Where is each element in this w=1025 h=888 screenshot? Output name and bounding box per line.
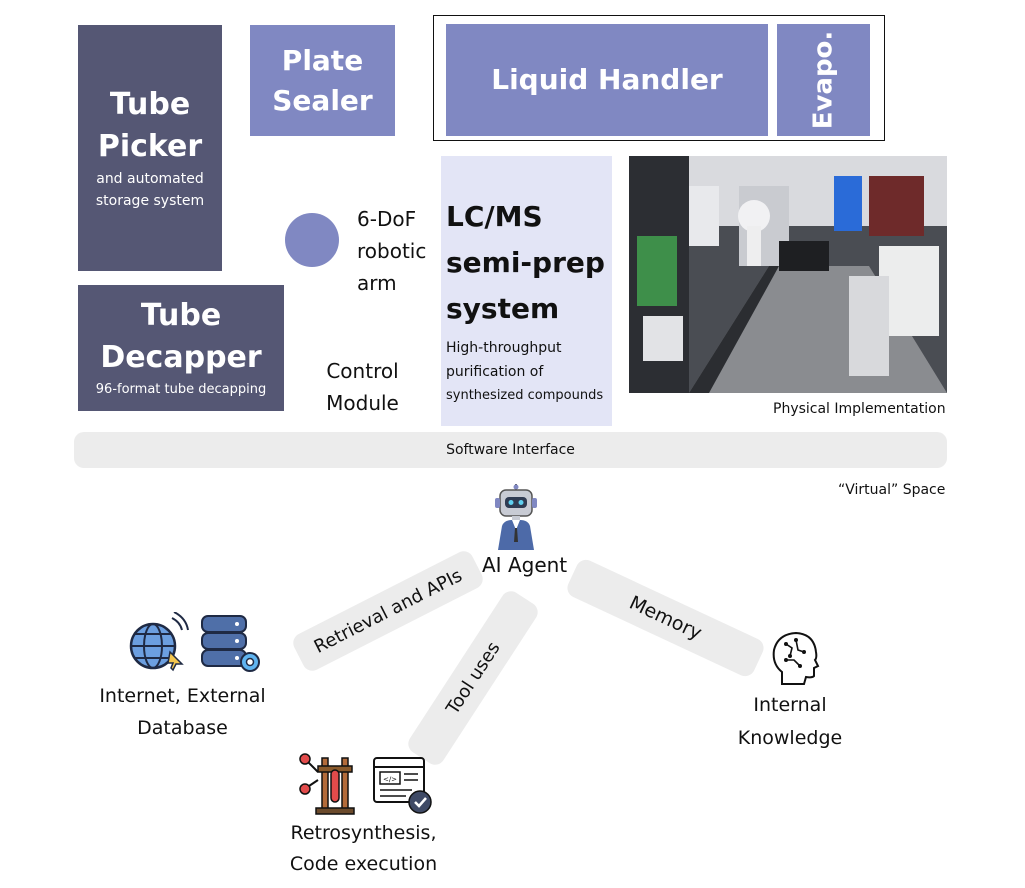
plate-sealer-line-2: Sealer	[272, 83, 373, 117]
svg-text:</>: </>	[383, 776, 397, 784]
ai-agent-label: AI Agent	[482, 553, 568, 577]
tube-picker-box: Tube Picker and automated storage system	[78, 25, 222, 271]
tube-decapper-title-1: Tube	[140, 298, 222, 333]
tool-uses-label: Tool uses	[441, 637, 505, 719]
control-module-label: Control Module	[310, 355, 415, 419]
retro-line-2: Code execution	[289, 853, 438, 875]
code-icon: </>	[373, 757, 432, 814]
lcms-desc-3: synthesized compounds	[446, 388, 604, 403]
software-interface-label: Software Interface	[446, 442, 575, 458]
lab-photo	[629, 156, 947, 393]
robotic-arm-line-1: 6-DoF	[357, 207, 417, 231]
tube-picker-title-2: Picker	[97, 129, 203, 164]
tube-decapper-box: Tube Decapper 96-format tube decapping	[78, 285, 284, 411]
software-interface-bar: Software Interface	[74, 432, 947, 468]
lab-photo-illustration	[629, 156, 947, 393]
retrieval-pill: Retrieval and APIs	[289, 547, 487, 675]
globe-icon	[129, 612, 189, 672]
robotic-arm-line-3: arm	[357, 271, 397, 295]
tool-uses-pill: Tool uses	[404, 587, 542, 769]
retro-line-1: Retrosynthesis,	[290, 822, 437, 844]
photo-caption: Physical Implementation	[773, 401, 946, 417]
control-module-line-2: Module	[326, 391, 399, 415]
lcms-line-3: system	[446, 292, 560, 325]
lcms-desc-2: purification of	[446, 364, 544, 380]
lcms-line-1: LC/MS	[446, 200, 543, 233]
lcms-line-2: semi-prep	[446, 246, 605, 279]
plate-sealer-box: Plate Sealer	[250, 25, 395, 136]
internet-label: Internet, External Database	[90, 680, 275, 744]
plate-sealer-line-1: Plate	[281, 43, 364, 77]
evapo-box: Evapo.	[777, 24, 870, 136]
retrieval-label: Retrieval and APIs	[310, 564, 466, 658]
liquid-handler-frame	[433, 15, 885, 141]
liquid-handler-label: Liquid Handler	[491, 63, 723, 96]
database-icon	[201, 615, 260, 672]
internal-line-2: Knowledge	[737, 727, 843, 749]
internet-line-2: Database	[137, 717, 228, 739]
tube-picker-desc-1: and automated	[96, 171, 204, 187]
retrosynthesis-label: Retrosynthesis, Code execution	[276, 818, 451, 880]
control-module-line-1: Control	[326, 359, 399, 383]
liquid-handler-box: Liquid Handler	[446, 24, 768, 136]
lcms-box: LC/MS semi-prep system High-throughput p…	[441, 156, 612, 426]
brain-head-icon	[772, 631, 820, 685]
tube-picker-desc-2: storage system	[95, 193, 205, 209]
tube-decapper-desc: 96-format tube decapping	[95, 382, 267, 397]
internal-line-1: Internal	[753, 694, 827, 716]
robotic-arm-dot	[285, 213, 339, 267]
robot-icon	[495, 484, 537, 550]
tube-picker-title-1: Tube	[109, 87, 191, 122]
memory-pill: Memory	[564, 556, 767, 680]
robotic-arm-label: 6-DoF robotic arm	[357, 203, 426, 299]
tube-decapper-title-2: Decapper	[100, 340, 262, 375]
evapo-label: Evapo.	[808, 30, 839, 130]
internal-knowledge-label: Internal Knowledge	[730, 689, 850, 755]
retrosynthesis-icon	[299, 753, 355, 815]
lcms-desc-1: High-throughput	[446, 340, 562, 356]
virtual-space-label: “Virtual” Space	[838, 482, 946, 498]
memory-label: Memory	[625, 591, 706, 645]
internet-line-1: Internet, External	[99, 685, 266, 707]
robotic-arm-line-2: robotic	[357, 239, 427, 263]
